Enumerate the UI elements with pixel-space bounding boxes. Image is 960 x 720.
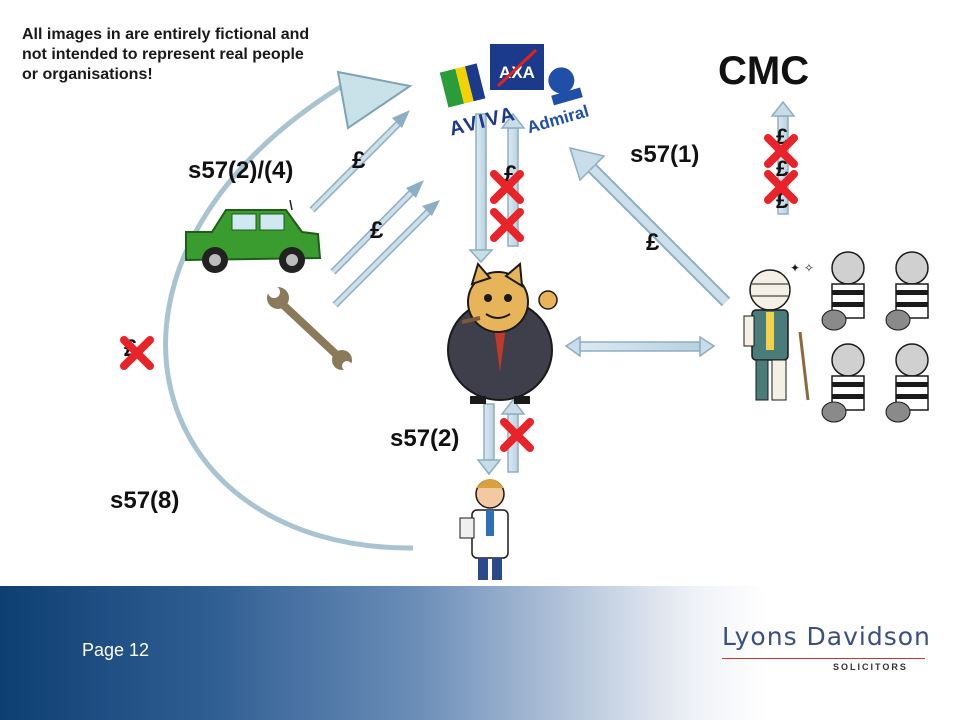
label-cmc: CMC	[718, 49, 809, 93]
fat-cat-icon	[447, 261, 558, 404]
arrow-cat-to-doctor	[476, 403, 502, 476]
pound-sign: £	[352, 147, 366, 174]
axa-logo: AXA	[490, 44, 544, 90]
svg-text:✦ ✧: ✦ ✧	[790, 261, 814, 275]
page-number: Page 12	[82, 640, 150, 660]
cross-icon	[500, 418, 534, 452]
arrow-car-to-insurers	[309, 110, 410, 213]
loop-arrow-s57-8	[163, 83, 414, 551]
footer-band: Page 12 Lyons Davidson SOLICITORS	[0, 586, 960, 720]
arrow-cat-injured	[564, 335, 716, 358]
fraudster-icon	[821, 343, 865, 423]
firm-logo-name: Lyons Davidson	[722, 622, 931, 651]
arrow-insurers-to-cat	[468, 113, 494, 264]
injured-man-icon: ✦ ✧	[743, 261, 814, 401]
arrow-insurers-to-car	[330, 180, 424, 275]
fraudster-icon	[821, 251, 865, 331]
cross-icon	[490, 170, 524, 204]
arrow-injured-to-insurers	[568, 146, 731, 307]
pound-sign: £	[646, 229, 660, 256]
cross-icon	[764, 170, 798, 204]
disclaimer-text: All images in are entirely fictional and…	[22, 26, 310, 83]
label-s57-2-4: s57(2)/(4)	[188, 157, 293, 184]
loop-arrowhead	[336, 70, 413, 130]
logo-divider	[722, 658, 925, 659]
label-s57-8: s57(8)	[110, 487, 179, 514]
fraudster-icon	[885, 251, 929, 331]
pound-sign: £	[776, 156, 789, 181]
firm-logo-subtitle: SOLICITORS	[833, 662, 908, 672]
car-icon	[185, 199, 322, 273]
label-s57-2: s57(2)	[390, 425, 459, 452]
admiral-text: Admiral	[525, 101, 591, 137]
cross-icon	[120, 336, 154, 370]
arrow-spanner-to-insurers	[332, 200, 440, 308]
cross-icon	[764, 134, 798, 168]
fraudster-icon	[885, 343, 929, 423]
label-s57-1: s57(1)	[630, 141, 699, 168]
pound-sign: £	[370, 217, 384, 244]
fraudster-group	[821, 251, 929, 423]
spanner-icon	[267, 286, 352, 371]
arrow-to-cmc	[770, 100, 796, 215]
cross-icon	[490, 208, 524, 242]
doctor-icon	[459, 479, 509, 580]
